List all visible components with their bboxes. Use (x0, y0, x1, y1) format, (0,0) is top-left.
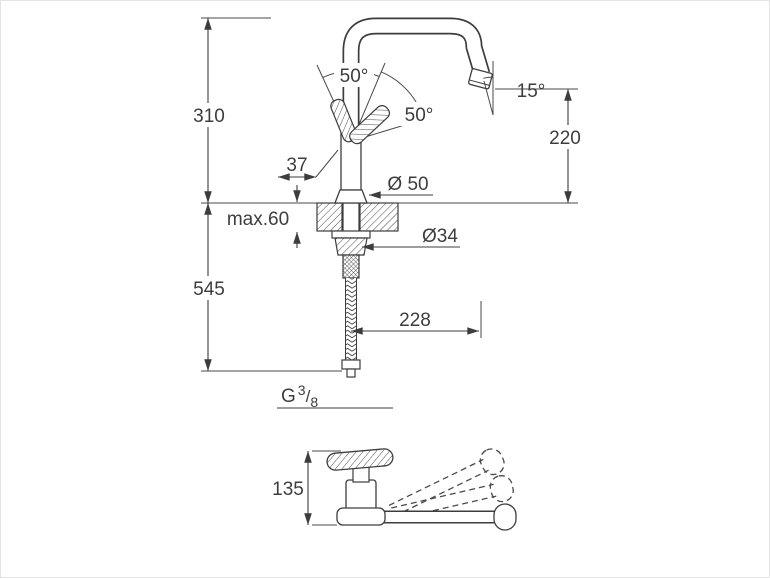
spout-front (375, 503, 517, 531)
faucet-swivel-view (326, 448, 517, 531)
dim-228-label: 228 (399, 310, 431, 331)
dim-310-label: 310 (193, 106, 225, 127)
base-front (336, 507, 386, 526)
mounting-washer (331, 230, 371, 239)
supply-hose (345, 278, 357, 360)
dia-34-label: Ø34 (422, 226, 458, 247)
faucet-main-view (322, 17, 494, 378)
max-60-label: max.60 (227, 209, 289, 230)
angle-50-right-label: 50° (405, 105, 434, 126)
threaded-shank (342, 254, 360, 279)
countertop-section (316, 202, 399, 232)
dim-135-label: 135 (272, 479, 304, 500)
spout-swivel-position-1 (391, 475, 514, 521)
angle-15-label: 15° (517, 81, 546, 102)
dimension-labels: 310 545 50° 50° 15° 220 37 Ø 50 max.60 Ø… (187, 63, 586, 500)
base-flange (334, 189, 368, 204)
dia-50-label: Ø 50 (387, 174, 428, 195)
handle-position-right (349, 105, 390, 145)
dim-220-label: 220 (549, 128, 581, 149)
aerator-tip (468, 68, 493, 90)
dim-545-label: 545 (193, 279, 225, 300)
angle-50-left-label: 50° (340, 66, 369, 87)
hose-connector (341, 359, 361, 378)
body-front (345, 479, 377, 513)
dim-37-label: 37 (286, 155, 307, 176)
handle-stem-front (352, 466, 370, 483)
handle-front (326, 448, 394, 471)
spout-swivel-position-2 (388, 448, 505, 517)
mounting-nut (334, 237, 368, 256)
